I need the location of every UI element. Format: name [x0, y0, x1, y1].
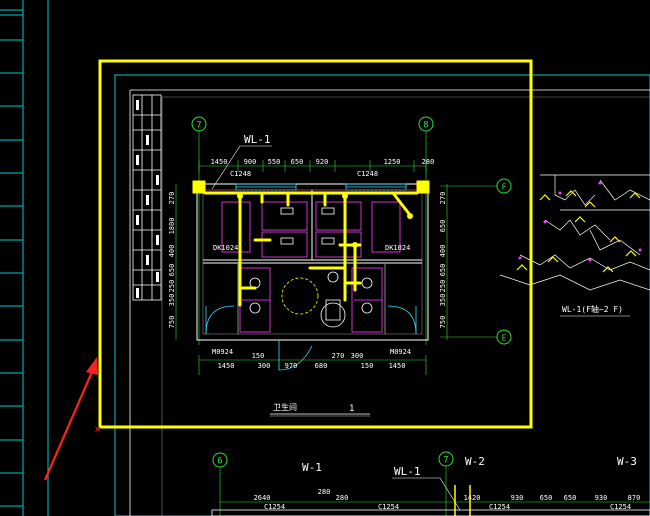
svg-text:WL-1(F轴~2 F): WL-1(F轴~2 F)	[562, 304, 623, 314]
door-labels: DK1024 DK1024 M0924 M0924	[212, 244, 411, 356]
svg-text:卫生间: 卫生间	[273, 402, 297, 412]
axis-F-bubble: F	[440, 178, 512, 194]
svg-text:1450: 1450	[211, 158, 228, 166]
red-pointer-arrow: ×	[43, 357, 102, 481]
isometric-pipe-diagram	[499, 174, 650, 291]
svg-text:650: 650	[439, 264, 447, 277]
left-guide-frame	[0, 0, 49, 516]
svg-text:150: 150	[361, 362, 374, 370]
axis-8-bubble: 8	[418, 116, 434, 345]
sheet-frame	[114, 74, 650, 516]
svg-text:300: 300	[351, 352, 364, 360]
plan-title: 卫生间 1	[270, 402, 370, 417]
iso-caption: WL-1(F轴~2 F)	[560, 304, 630, 317]
svg-text:870: 870	[628, 494, 641, 502]
side-title-table	[132, 94, 162, 301]
svg-text:350: 350	[168, 294, 176, 307]
svg-text:280: 280	[318, 488, 331, 496]
svg-text:270: 270	[168, 192, 176, 205]
svg-text:650: 650	[439, 220, 447, 233]
svg-text:7: 7	[196, 121, 201, 131]
svg-text:650: 650	[540, 494, 553, 502]
top-windows	[235, 183, 407, 191]
svg-text:270: 270	[332, 352, 345, 360]
lower-axis-7: 7	[438, 451, 454, 516]
svg-text:E: E	[502, 334, 507, 343]
svg-text:8: 8	[423, 121, 428, 131]
svg-text:650: 650	[168, 264, 176, 277]
svg-text:WL-1: WL-1	[394, 465, 421, 478]
svg-text:900: 900	[244, 158, 257, 166]
svg-text:280: 280	[336, 494, 349, 502]
svg-text:270: 270	[439, 192, 447, 205]
lower-dimension-chain: 2640 280 280 1420 930 650 650 930 870 C1…	[220, 488, 650, 511]
svg-text:2640: 2640	[254, 494, 271, 502]
svg-text:1: 1	[349, 404, 354, 414]
svg-text:1450: 1450	[389, 362, 406, 370]
door-swings	[205, 305, 417, 371]
svg-text:650: 650	[564, 494, 577, 502]
svg-text:W-1: W-1	[302, 461, 322, 474]
lower-axis-6: 6	[212, 452, 228, 516]
svg-text:920: 920	[316, 158, 329, 166]
svg-text:930: 930	[595, 494, 608, 502]
svg-text:1450: 1450	[218, 362, 235, 370]
left-dimension-chain: 270 1800 400 650 250 350 750	[168, 184, 177, 340]
bottom-dimension-chain: 1450 150 300 970 680 270 300 150 1450	[198, 352, 427, 375]
svg-text:M0924: M0924	[390, 348, 411, 356]
svg-text:300: 300	[258, 362, 271, 370]
floor-plan-walls	[196, 183, 429, 341]
lower-wall-strip	[211, 509, 650, 516]
svg-text:C1254: C1254	[378, 503, 399, 511]
svg-text:C1254: C1254	[489, 503, 510, 511]
svg-text:DK1024: DK1024	[385, 244, 410, 252]
svg-text:F: F	[502, 183, 507, 192]
svg-text:7: 7	[443, 456, 448, 466]
svg-text:×: ×	[94, 425, 102, 435]
pipe-label-wl1: WL-1	[211, 133, 272, 190]
top-dimension-chain: 1450 900 550 650 920 1250 280 C1248 C124…	[198, 158, 435, 178]
svg-text:1800: 1800	[168, 218, 176, 235]
axis-E-bubble: E	[440, 329, 512, 345]
svg-text:280: 280	[422, 158, 435, 166]
svg-text:C1248: C1248	[230, 170, 251, 178]
svg-text:DK1024: DK1024	[213, 244, 238, 252]
svg-text:550: 550	[268, 158, 281, 166]
svg-text:400: 400	[168, 245, 176, 258]
right-dimension-chain: 270 650 400 650 250 350 750	[439, 184, 448, 340]
svg-text:1250: 1250	[384, 158, 401, 166]
svg-text:750: 750	[439, 316, 447, 329]
svg-text:970: 970	[285, 362, 298, 370]
svg-text:1420: 1420	[464, 494, 481, 502]
svg-text:930: 930	[511, 494, 524, 502]
svg-text:250: 250	[439, 280, 447, 293]
svg-text:680: 680	[315, 362, 328, 370]
svg-text:W-3: W-3	[617, 455, 637, 468]
svg-text:C1254: C1254	[610, 503, 631, 511]
svg-text:WL-1: WL-1	[244, 133, 271, 146]
selection-rectangle[interactable]	[98, 59, 533, 429]
svg-text:6: 6	[217, 457, 222, 467]
svg-text:M0924: M0924	[212, 348, 233, 356]
lower-pipe-labels: W-1 WL-1 W-2 W-3	[302, 455, 637, 511]
svg-text:750: 750	[168, 316, 176, 329]
svg-text:650: 650	[291, 158, 304, 166]
svg-text:C1248: C1248	[357, 170, 378, 178]
svg-text:W-2: W-2	[465, 455, 485, 468]
svg-text:400: 400	[439, 245, 447, 258]
svg-text:C1254: C1254	[264, 503, 285, 511]
corner-columns	[192, 180, 430, 194]
svg-text:250: 250	[168, 280, 176, 293]
svg-text:150: 150	[252, 352, 265, 360]
axis-7-bubble: 7	[191, 116, 207, 345]
svg-text:350: 350	[439, 294, 447, 307]
